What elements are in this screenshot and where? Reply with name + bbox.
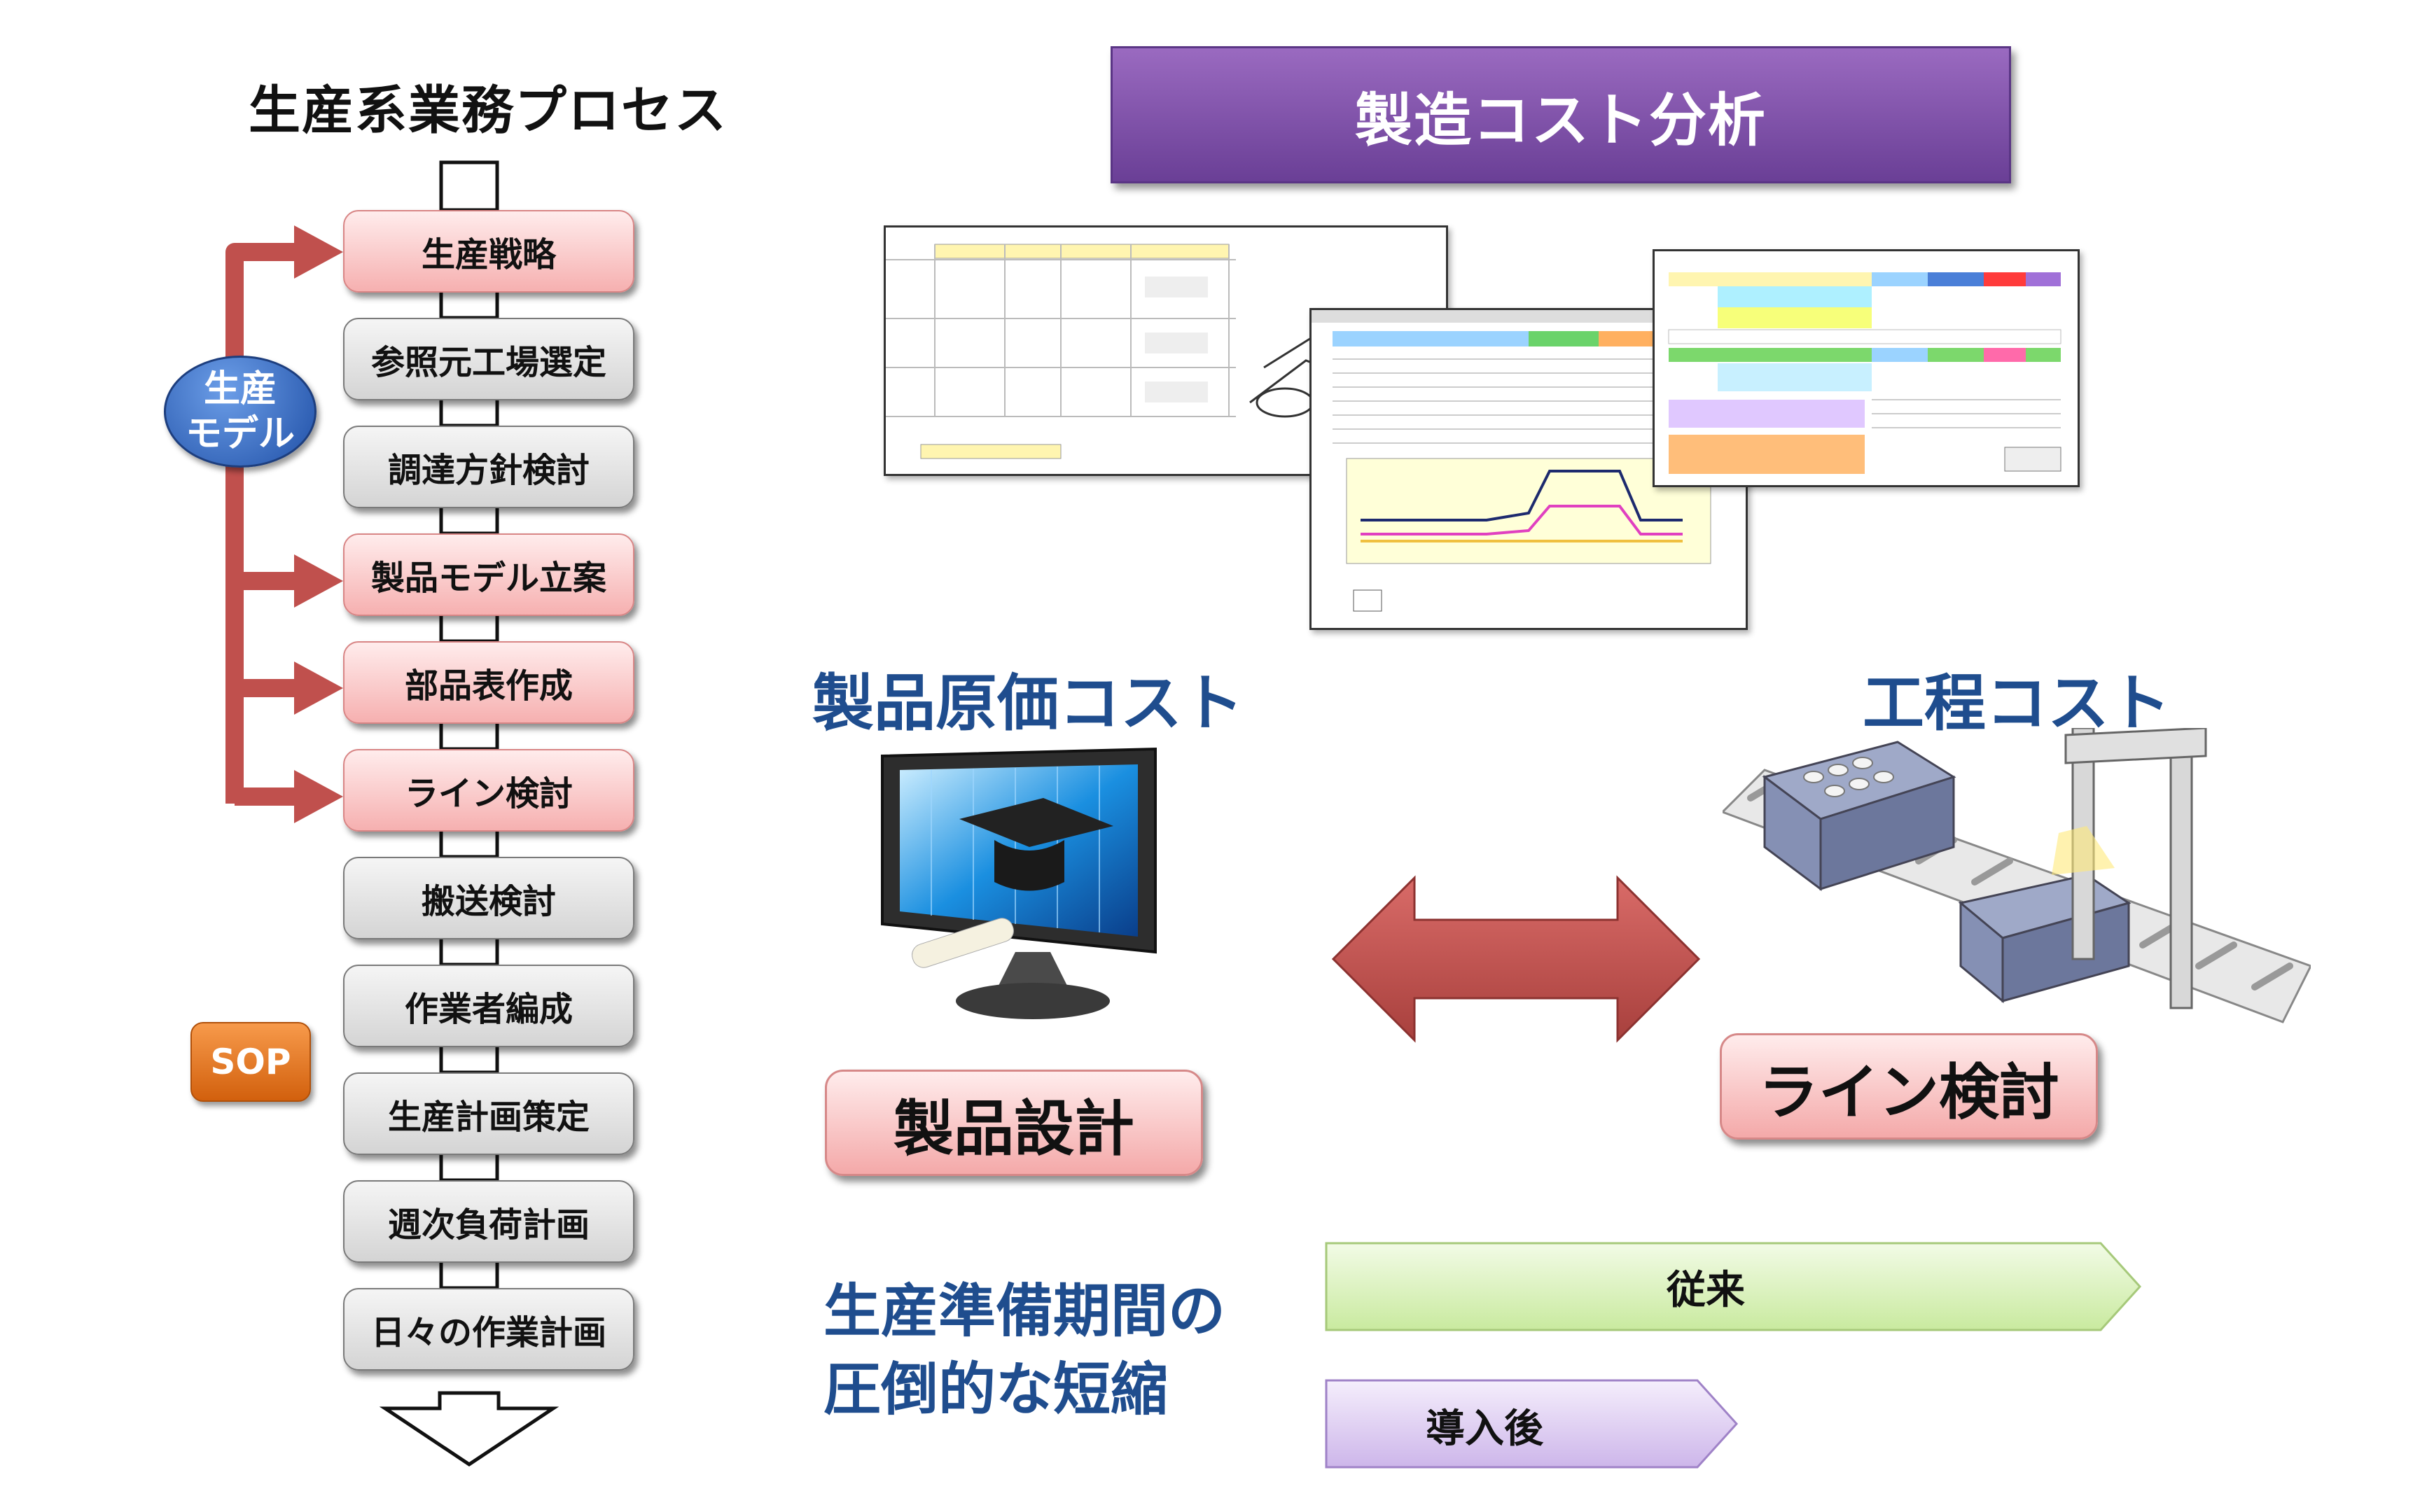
bidirectional-arrow xyxy=(1331,875,1701,1043)
product-cost-heading: 製品原価コスト xyxy=(812,667,1244,739)
process-step[interactable]: 週次負荷計画 xyxy=(343,1180,634,1263)
process-step[interactable]: 搬送検討 xyxy=(343,857,634,939)
process-connector xyxy=(439,503,499,536)
branch-arrow-4 xyxy=(294,770,343,823)
lead-time-caption: 生産準備期間の 圧倒的な短縮 xyxy=(823,1273,1225,1429)
process-connector xyxy=(439,719,499,751)
caption-line-2: 圧倒的な短縮 xyxy=(823,1357,1169,1423)
process-step[interactable]: 生産計画策定 xyxy=(343,1072,634,1155)
process-connectors xyxy=(225,160,559,1467)
spreadsheet-process-table xyxy=(1653,249,2080,487)
before-label: 従来 xyxy=(1667,1267,1745,1313)
production-line-illustration xyxy=(1723,728,2311,1023)
process-connector xyxy=(439,1258,499,1290)
sop-badge: SOP xyxy=(190,1022,311,1102)
branch-arrow-3 xyxy=(294,662,343,715)
process-connector xyxy=(439,396,499,428)
branch-arrow-2 xyxy=(294,554,343,608)
process-connector xyxy=(439,1042,499,1074)
flow-end-arrow xyxy=(379,1391,559,1467)
after-arrow xyxy=(1325,1379,1739,1469)
process-step[interactable]: 作業者編成 xyxy=(343,965,634,1047)
cost-analysis-banner: 製造コスト分析 xyxy=(1111,46,2011,183)
process-connector xyxy=(439,611,499,643)
process-step[interactable]: 日々の作業計画 xyxy=(343,1288,634,1371)
process-step[interactable]: 部品表作成 xyxy=(343,641,634,724)
product-design-button[interactable]: 製品設計 xyxy=(825,1070,1203,1176)
process-connector xyxy=(439,1150,499,1182)
before-arrow xyxy=(1325,1242,2142,1331)
process-cost-heading: 工程コスト xyxy=(1863,667,2171,739)
process-connector xyxy=(439,288,499,320)
caption-line-1: 生産準備期間の xyxy=(823,1278,1226,1345)
process-step[interactable]: 調達方針検討 xyxy=(343,426,634,508)
process-title: 生産系業務プロセス xyxy=(249,80,728,141)
line-review-button[interactable]: ライン検討 xyxy=(1720,1033,2098,1140)
process-step[interactable]: ライン検討 xyxy=(343,749,634,832)
after-label: 導入後 xyxy=(1426,1406,1543,1452)
process-step[interactable]: 生産戦略 xyxy=(343,210,634,293)
branch-arrow-1 xyxy=(294,225,343,279)
comparison-arrows xyxy=(1325,1242,2142,1469)
process-step[interactable]: 参照元工場選定 xyxy=(343,318,634,400)
process-connector xyxy=(439,934,499,967)
process-step[interactable]: 製品モデル立案 xyxy=(343,533,634,616)
model-badge: 生産 モデル xyxy=(164,356,317,468)
design-monitor-illustration xyxy=(881,747,1157,1019)
process-connector xyxy=(439,827,499,859)
